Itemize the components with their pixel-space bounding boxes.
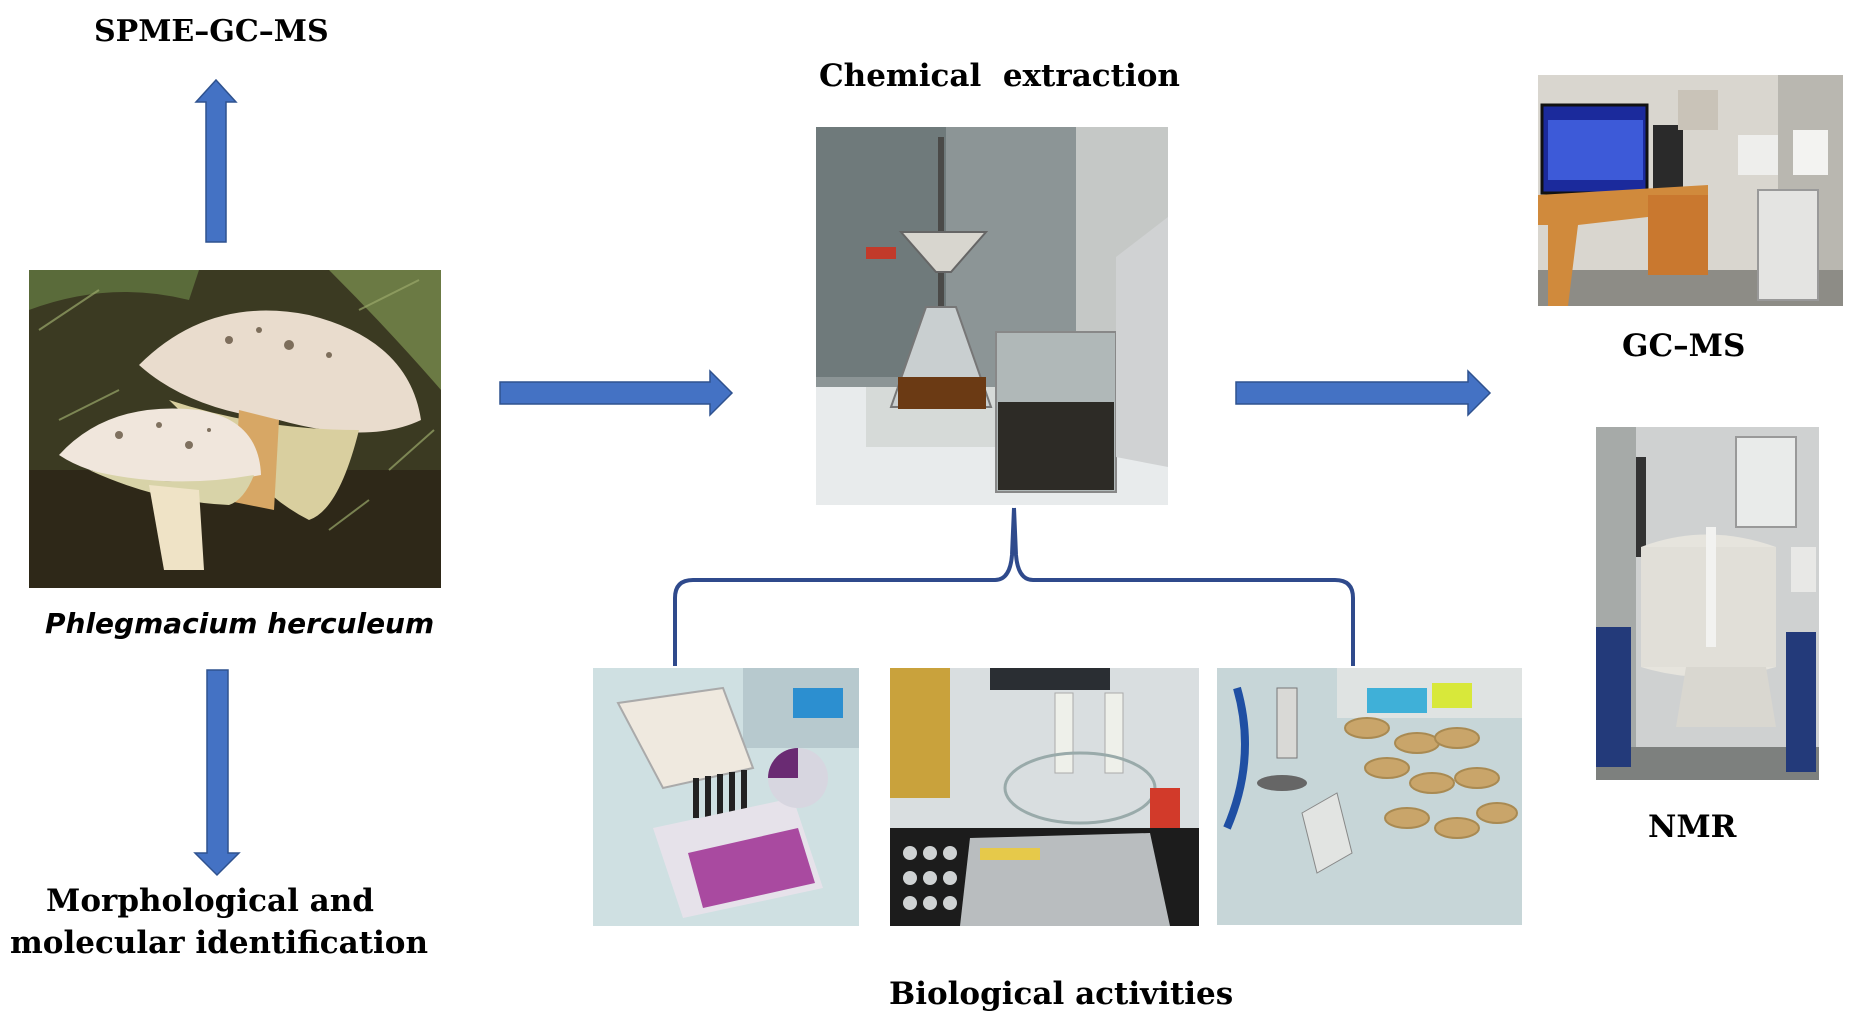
nmr-spectrometer-photo <box>1596 427 1819 780</box>
gc-ms-lab-photo <box>1538 75 1843 306</box>
chemical-extraction-label: Chemical extraction <box>819 58 1180 94</box>
species-name-label: Phlegmacium herculeum <box>45 607 435 640</box>
identification-line-2: molecular identification <box>10 925 429 961</box>
arrow-up-icon <box>194 78 238 243</box>
arrow-down-icon <box>193 669 241 877</box>
bacterial-culture-photo <box>1217 668 1522 925</box>
identification-label: Morphological and molecular identificati… <box>10 880 429 964</box>
spme-gc-ms-label: SPME–GC–MS <box>94 14 329 49</box>
gc-ms-label: GC–MS <box>1622 328 1746 364</box>
identification-line-1: Morphological and <box>46 883 374 919</box>
petri-dish-photo <box>890 668 1199 926</box>
curly-bracket-icon <box>673 507 1355 666</box>
arrow-right-icon <box>1235 369 1492 417</box>
microplate-assay-photo <box>593 668 859 926</box>
biological-activities-label: Biological activities <box>889 976 1234 1012</box>
mushroom-photo <box>29 270 441 588</box>
nmr-label: NMR <box>1648 809 1737 845</box>
arrow-right-icon <box>499 369 734 417</box>
chemical-extraction-photo <box>816 127 1168 505</box>
